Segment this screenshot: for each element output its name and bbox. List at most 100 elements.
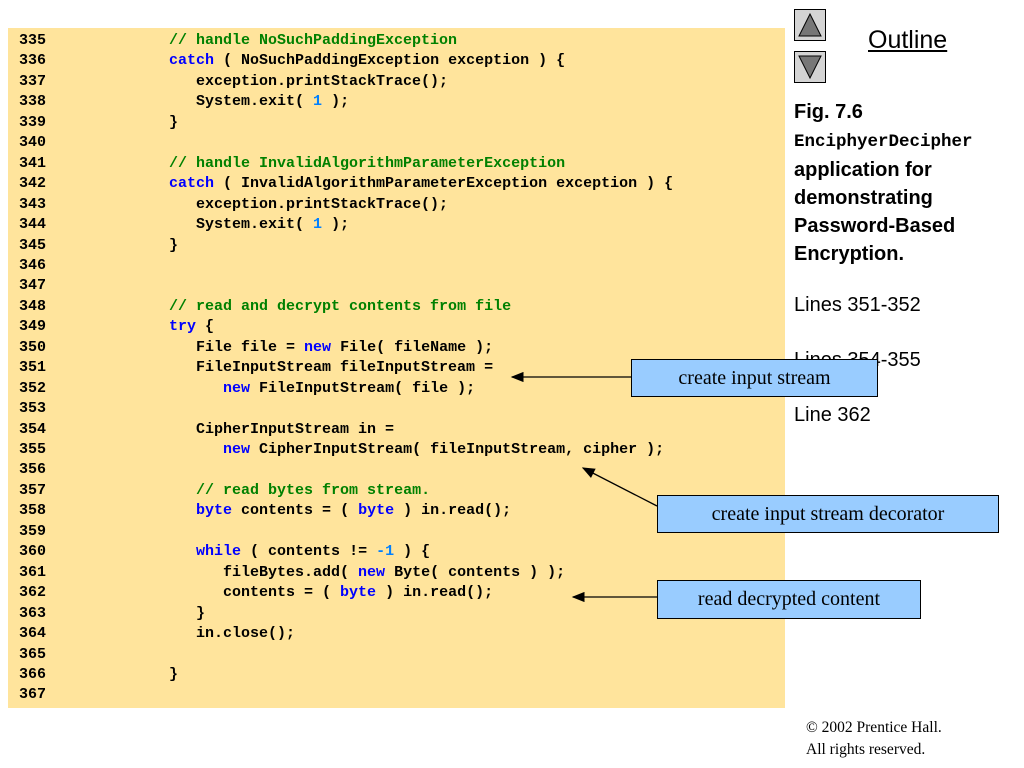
code-token: ) in.read(); <box>376 584 494 602</box>
code-keyword: catch <box>169 52 215 70</box>
code-keyword: while <box>196 543 242 561</box>
code-text: exception.printStackTrace(); <box>88 195 448 215</box>
code-line: 337 exception.printStackTrace(); <box>8 72 785 92</box>
code-keyword: byte <box>340 584 377 602</box>
code-token: ) { <box>394 543 431 561</box>
code-token: } <box>88 113 179 131</box>
line-number: 354 <box>19 420 47 438</box>
code-line: 354 CipherInputStream in = <box>8 420 785 440</box>
code-text: System.exit( 1 ); <box>88 92 349 112</box>
code-text: exception.printStackTrace(); <box>88 72 448 92</box>
line-number: 338 <box>19 93 47 111</box>
code-token: File( fileName ); <box>331 338 494 356</box>
next-slide-button[interactable] <box>794 51 826 83</box>
code-token: } <box>88 665 179 683</box>
code-text: catch ( NoSuchPaddingException exception… <box>88 51 565 71</box>
code-token: FileInputStream fileInputStream = <box>88 359 494 377</box>
code-text: while ( contents != -1 ) { <box>88 542 430 562</box>
line-number: 366 <box>19 665 47 683</box>
line-number: 345 <box>19 236 47 254</box>
code-line: 362 contents = ( byte ) in.read(); <box>8 583 785 603</box>
code-text: fileBytes.add( new Byte( contents ) ); <box>88 563 565 583</box>
previous-slide-button[interactable] <box>794 9 826 41</box>
code-token: fileBytes.add( <box>88 563 359 581</box>
code-line: 341 // handle InvalidAlgorithmParameterE… <box>8 154 785 174</box>
code-comment: // handle NoSuchPaddingException <box>169 32 458 49</box>
code-text: File file = new File( fileName ); <box>88 338 493 358</box>
code-keyword: new <box>304 338 332 356</box>
code-token: in.close(); <box>88 625 296 643</box>
code-token: CipherInputStream in = <box>88 420 395 438</box>
callout-create-input-stream: create input stream <box>631 359 878 397</box>
code-text: CipherInputStream in = <box>88 420 394 440</box>
code-text: } <box>88 236 178 256</box>
code-text: // handle InvalidAlgorithmParameterExcep… <box>88 154 565 174</box>
code-text: System.exit( 1 ); <box>88 215 349 235</box>
code-text: // handle NoSuchPaddingException <box>88 31 457 51</box>
line-number: 359 <box>19 522 47 540</box>
code-keyword: new <box>223 379 251 397</box>
code-token: ( InvalidAlgorithmParameterException exc… <box>214 175 674 193</box>
code-line: 339 } <box>8 113 785 133</box>
code-line: 359 <box>8 522 785 542</box>
line-number: 351 <box>19 359 47 377</box>
line-number: 360 <box>19 543 47 561</box>
code-number: 1 <box>313 93 323 111</box>
code-line: 338 System.exit( 1 ); <box>8 92 785 112</box>
code-token: } <box>88 604 206 622</box>
code-line: 351 FileInputStream fileInputStream = <box>8 358 785 378</box>
line-number: 348 <box>19 297 47 315</box>
line-number: 363 <box>19 604 47 622</box>
code-line: 336 catch ( NoSuchPaddingException excep… <box>8 51 785 71</box>
figure-class-name: EnciphyerDecipher <box>794 132 973 152</box>
code-line: 343 exception.printStackTrace(); <box>8 195 785 215</box>
line-number: 361 <box>19 563 47 581</box>
code-token: CipherInputStream( fileInputStream, ciph… <box>250 441 665 458</box>
code-line: 335 // handle NoSuchPaddingException <box>8 31 785 51</box>
code-token: ) in.read(); <box>394 502 512 520</box>
code-token: ); <box>322 93 350 111</box>
line-number: 355 <box>19 441 47 458</box>
line-number: 353 <box>19 400 47 418</box>
line-number: 346 <box>19 256 47 274</box>
code-text: try { <box>88 317 214 337</box>
code-number: -1 <box>376 543 395 561</box>
code-line: 356 <box>8 460 785 480</box>
line-number: 340 <box>19 134 47 152</box>
code-token: exception.printStackTrace(); <box>88 195 449 213</box>
callout-read-decrypted-content: read decrypted content <box>657 580 921 619</box>
code-line: 344 System.exit( 1 ); <box>8 215 785 235</box>
code-line: 345 } <box>8 236 785 256</box>
code-line: 360 while ( contents != -1 ) { <box>8 542 785 562</box>
code-line: 353 <box>8 399 785 419</box>
code-text: catch ( InvalidAlgorithmParameterExcepti… <box>88 174 673 194</box>
code-token: } <box>88 236 179 254</box>
code-number: 1 <box>313 216 323 234</box>
code-text: } <box>88 604 205 624</box>
code-text: new CipherInputStream( fileInputStream, … <box>88 440 664 460</box>
line-number: 358 <box>19 502 47 520</box>
line-number: 365 <box>19 645 47 663</box>
code-line: 346 <box>8 256 785 276</box>
code-keyword: catch <box>169 175 215 193</box>
code-comment: // read and decrypt contents from file <box>169 297 512 315</box>
code-text: // read bytes from stream. <box>88 481 430 501</box>
line-number: 341 <box>19 154 47 172</box>
code-token: FileInputStream( file ); <box>250 379 476 397</box>
line-number: 367 <box>19 686 47 704</box>
code-text: contents = ( byte ) in.read(); <box>88 583 493 603</box>
line-number: 335 <box>19 32 47 49</box>
code-line: 361 fileBytes.add( new Byte( contents ) … <box>8 563 785 583</box>
code-keyword: new <box>358 563 386 581</box>
copyright-line-2: All rights reserved. <box>806 741 926 758</box>
code-token: contents = ( <box>232 502 359 520</box>
line-number: 364 <box>19 625 47 643</box>
figure-description-text: application for demonstrating Password-B… <box>794 159 956 265</box>
code-text: // read and decrypt contents from file <box>88 297 511 317</box>
code-line: 348 // read and decrypt contents from fi… <box>8 297 785 317</box>
line-number: 337 <box>19 72 47 90</box>
outline-link[interactable]: Outline <box>868 26 948 54</box>
triangle-up-icon <box>798 13 822 37</box>
line-number: 352 <box>19 379 47 397</box>
